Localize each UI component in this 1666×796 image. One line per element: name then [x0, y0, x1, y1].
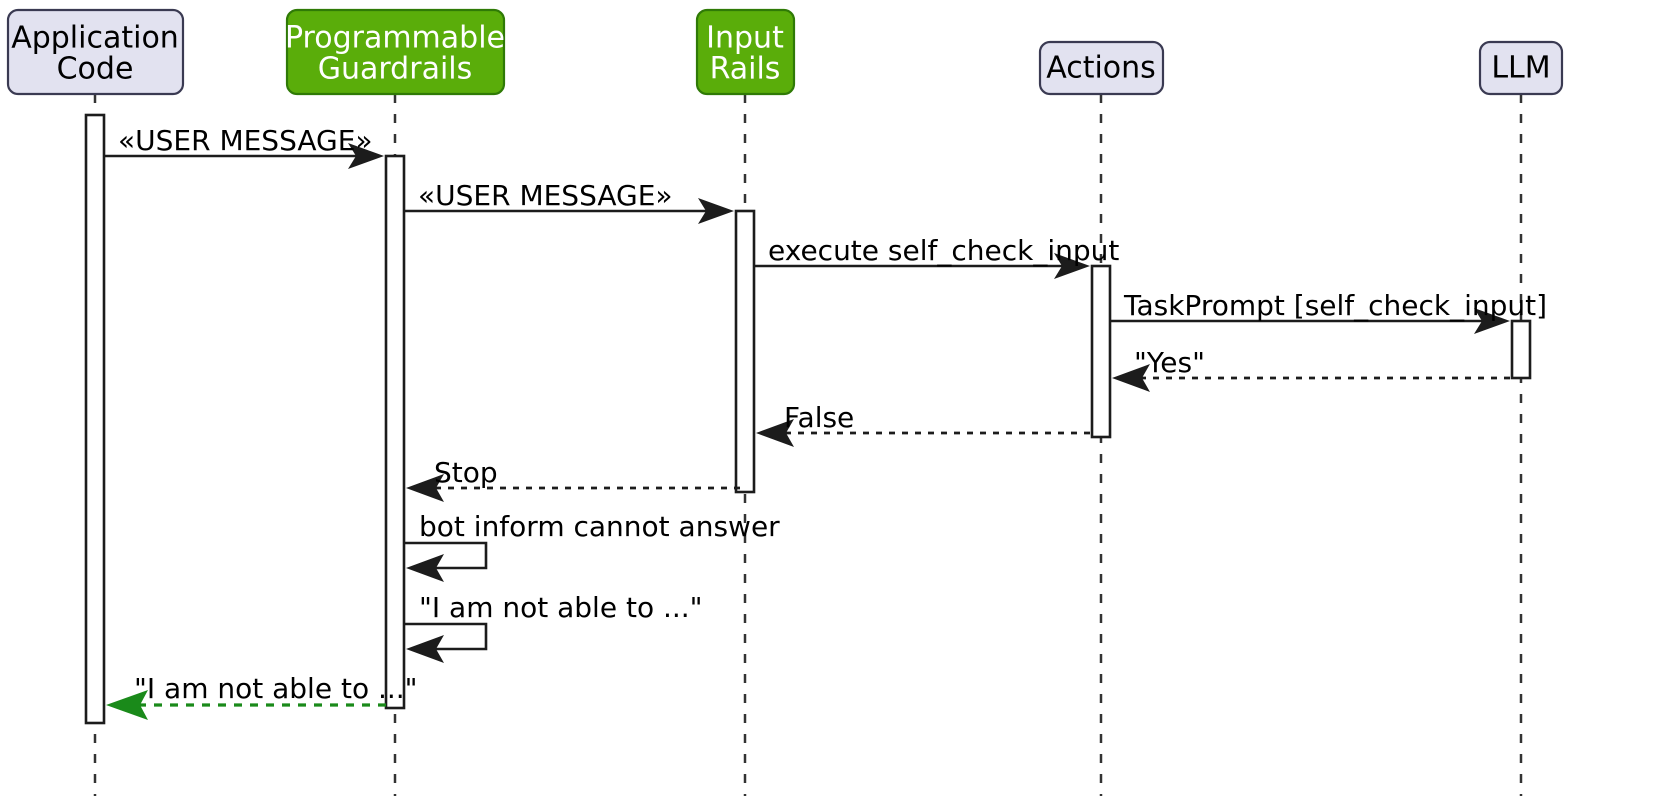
activation-programmable-guardrails [384, 154, 406, 710]
messages-layer: «USER MESSAGE» «USER MESSAGE» execute se… [104, 124, 1547, 720]
message-label: «USER MESSAGE» [418, 179, 673, 212]
self-message-loop [404, 622, 488, 651]
arrowhead-left-icon [406, 474, 444, 502]
self-message-loop [404, 541, 488, 570]
self-message-label: "I am not able to ..." [419, 591, 703, 624]
participant-programmable-guardrails[interactable]: Programmable Guardrails [285, 8, 506, 96]
self-message-response-text[interactable]: "I am not able to ..." [404, 591, 703, 663]
message-label: "I am not able to ..." [134, 672, 418, 705]
self-message-bot-inform-cannot-answer[interactable]: bot inform cannot answer [404, 510, 780, 582]
message-label: «USER MESSAGE» [118, 124, 373, 157]
activation-actions [1090, 264, 1112, 439]
message-execute-self-check-input[interactable]: execute self_check_input [754, 234, 1119, 279]
participant-actions[interactable]: Actions [1038, 40, 1165, 96]
activation-llm [1510, 319, 1532, 380]
arrowhead-right-icon [698, 198, 734, 224]
arrowhead-right-icon [348, 143, 384, 169]
participant-input-rails[interactable]: Input Rails [695, 8, 796, 96]
message-yes[interactable]: "Yes" [1112, 346, 1510, 392]
arrowhead-right-icon [1474, 308, 1510, 334]
message-label: "Yes" [1134, 346, 1205, 379]
participant-llm[interactable]: LLM [1478, 40, 1564, 96]
activation-application-code [84, 113, 106, 725]
message-label: Stop [434, 456, 498, 489]
arrowhead-left-icon [406, 635, 444, 663]
participant-label-line1: Programmable [285, 21, 505, 56]
message-stop[interactable]: Stop [406, 456, 740, 502]
participant-application-code[interactable]: Application Code [6, 8, 185, 96]
arrowhead-right-icon [1054, 253, 1090, 279]
arrowhead-left-icon [406, 554, 444, 582]
participant-label-line1: Application [11, 21, 179, 56]
participant-label-line1: Actions [1046, 51, 1156, 86]
message-label: TaskPrompt [self_check_input] [1123, 289, 1547, 322]
message-label: False [784, 401, 854, 434]
participant-label-line1: LLM [1491, 51, 1550, 86]
message-response-to-application[interactable]: "I am not able to ..." [106, 672, 418, 720]
participant-box [1038, 40, 1165, 96]
participants-layer: Application Code Programmable Guardrails… [6, 8, 1564, 96]
message-label: execute self_check_input [768, 234, 1119, 267]
participant-box [1478, 40, 1564, 96]
message-taskprompt-self-check-input[interactable]: TaskPrompt [self_check_input] [1110, 289, 1547, 334]
participant-box [695, 8, 796, 96]
arrowhead-left-icon [1112, 364, 1150, 392]
participant-label-line2: Guardrails [318, 52, 473, 87]
message-user-message-2[interactable]: «USER MESSAGE» [404, 179, 734, 224]
message-user-message-1[interactable]: «USER MESSAGE» [104, 124, 384, 169]
activations-layer [84, 113, 1532, 725]
participant-label-line2: Rails [710, 52, 781, 87]
participant-label-line2: Code [57, 52, 134, 87]
self-message-label: bot inform cannot answer [419, 510, 780, 543]
message-false[interactable]: False [756, 401, 1090, 447]
activation-input-rails [734, 209, 756, 494]
arrowhead-left-icon [756, 419, 794, 447]
participant-label-line1: Input [706, 21, 784, 56]
participant-box [285, 8, 506, 96]
participant-box [6, 8, 185, 96]
arrowhead-left-icon [106, 690, 148, 720]
